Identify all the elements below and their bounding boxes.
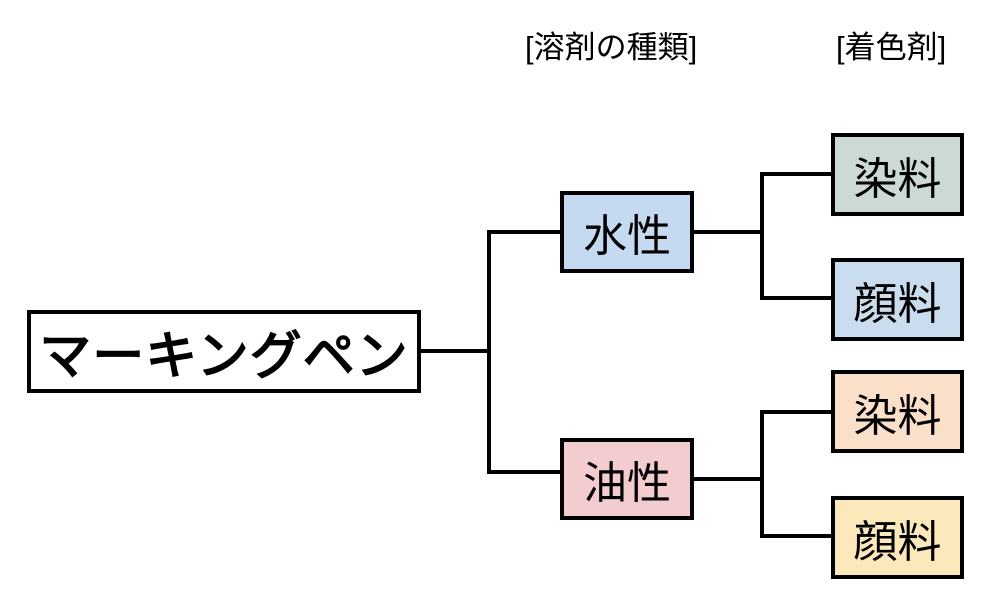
connector-root-vertical [487,230,491,474]
node-yusei-ganryo: 顔料 [831,496,964,579]
node-yusei-senryo: 染料 [831,370,964,453]
node-yusei: 油性 [560,438,694,520]
connector-suisei-to-senryo [760,172,832,176]
connector-yusei-stub [694,477,763,481]
column-header-colorant: [着色剤] [836,30,947,65]
column-header-solvent: [溶剤の種類] [525,30,698,65]
connector-suisei-to-ganryo [760,296,832,300]
connector-yusei-to-ganryo [760,534,832,538]
connector-root-to-yusei [487,470,561,474]
node-suisei-ganryo: 顔料 [831,258,964,341]
connector-yusei-vertical [760,410,764,538]
connector-suisei-stub [694,230,763,234]
connector-yusei-to-senryo [760,410,832,414]
node-suisei: 水性 [560,191,694,273]
node-root-marking-pen: マーキングペン [27,310,421,393]
connector-root-to-suisei [487,230,561,234]
connector-suisei-vertical [760,172,764,300]
connector-root-stub [421,349,490,353]
node-suisei-senryo: 染料 [831,133,964,216]
